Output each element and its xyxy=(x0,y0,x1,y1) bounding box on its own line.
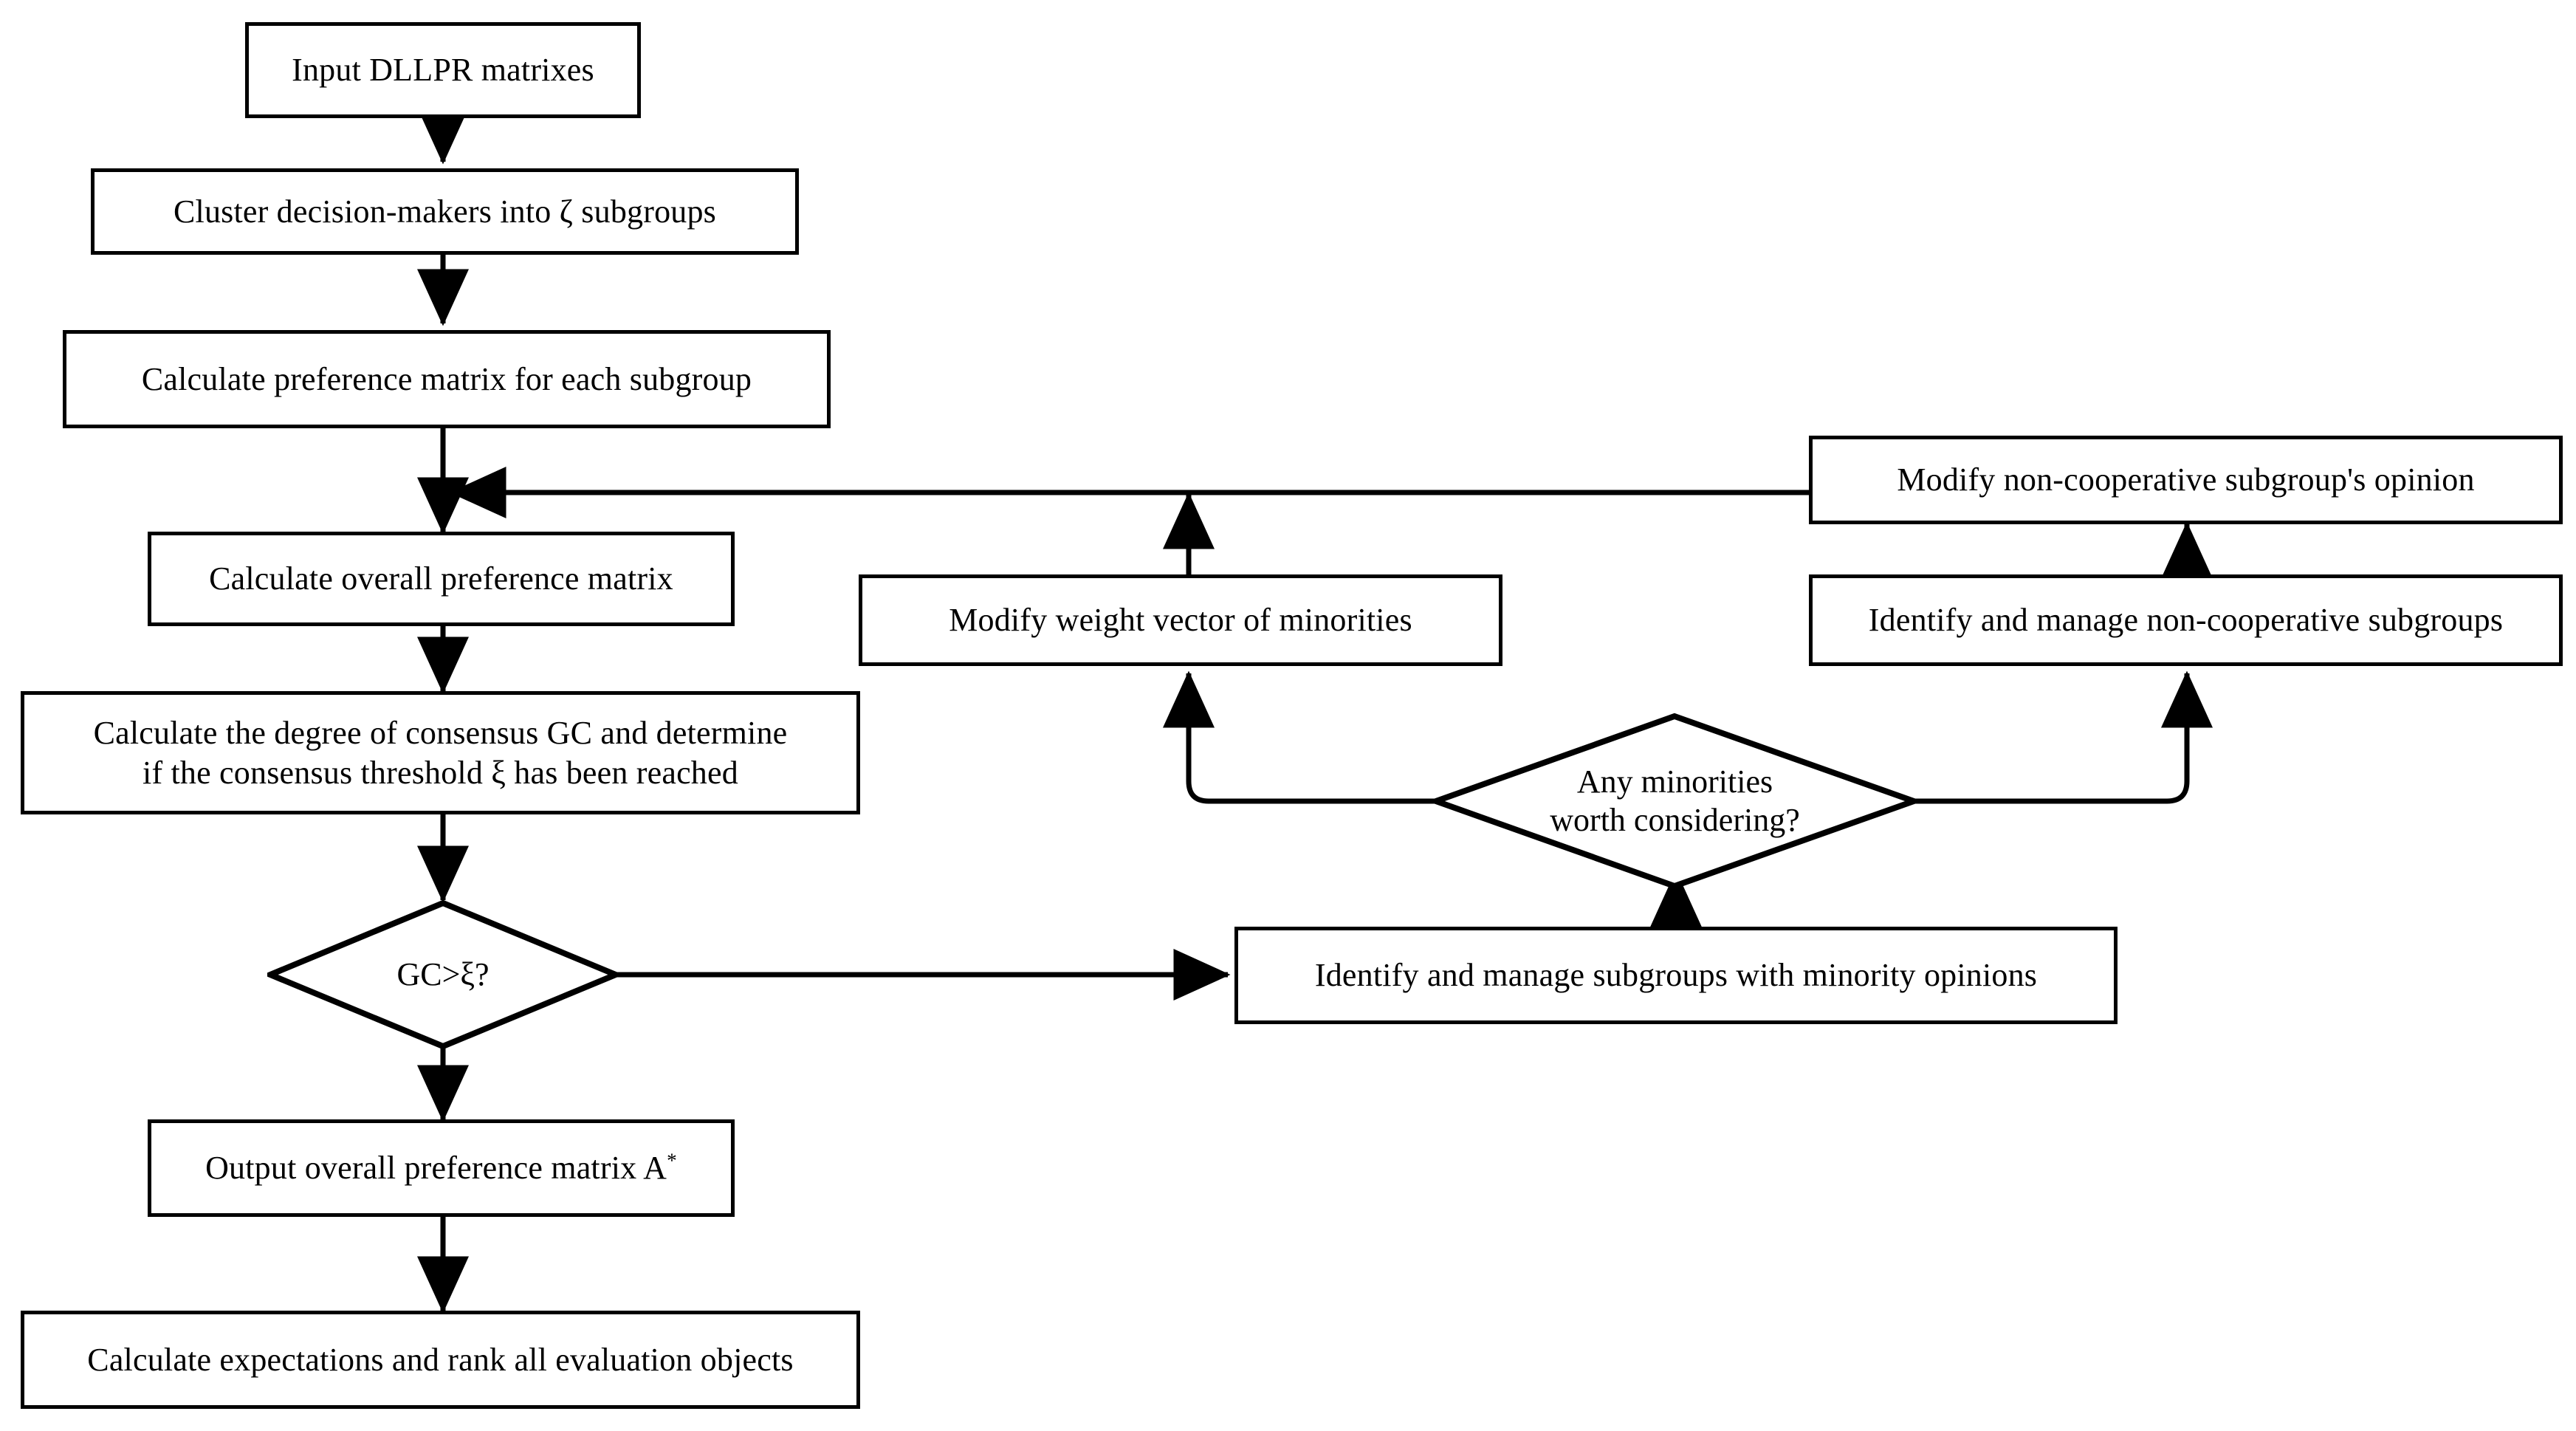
node-calculate-consensus-label: Calculate the degree of consensus GC and… xyxy=(93,714,788,791)
node-cluster-decision-makers-label: Cluster decision-makers into ζ subgroups xyxy=(173,193,716,230)
node-cluster-decision-makers[interactable]: Cluster decision-makers into ζ subgroups xyxy=(91,168,799,255)
node-modify-noncooperative-opinion-label: Modify non-cooperative subgroup's opinio… xyxy=(1897,461,2475,498)
node-rank-evaluation-objects[interactable]: Calculate expectations and rank all eval… xyxy=(21,1311,860,1409)
node-rank-evaluation-objects-label: Calculate expectations and rank all eval… xyxy=(87,1341,794,1378)
node-identify-minority-subgroups[interactable]: Identify and manage subgroups with minor… xyxy=(1234,927,2118,1024)
node-output-overall-matrix[interactable]: Output overall preference matrix A* xyxy=(148,1119,735,1217)
node-input-dllpr[interactable]: Input DLLPR matrixes xyxy=(245,22,641,118)
gc-decision-diamond-shape xyxy=(267,900,619,1049)
node-identify-noncooperative-subgroups[interactable]: Identify and manage non-cooperative subg… xyxy=(1809,574,2563,666)
node-calculate-subgroup-preference[interactable]: Calculate preference matrix for each sub… xyxy=(63,330,831,428)
node-output-overall-matrix-label: Output overall preference matrix A* xyxy=(198,1148,684,1188)
edge-decision-to-modify-weight xyxy=(1163,670,1436,804)
node-gc-threshold-decision[interactable]: GC>ξ? xyxy=(267,900,619,1049)
node-gc-threshold-decision-label: GC>ξ? xyxy=(396,956,490,993)
node-modify-weight-vector-label: Modify weight vector of minorities xyxy=(949,602,1412,639)
node-input-dllpr-label: Input DLLPR matrixes xyxy=(292,52,594,89)
node-any-minorities-decision-label: Any minorities worth considering? xyxy=(1550,763,1800,838)
node-identify-noncooperative-subgroups-label: Identify and manage non-cooperative subg… xyxy=(1868,602,2504,639)
edge-decision-to-identify-noncoop xyxy=(1914,670,2213,804)
node-output-overall-matrix-superscript: * xyxy=(667,1149,677,1172)
node-any-minorities-decision[interactable]: Any minorities worth considering? xyxy=(1432,713,1917,890)
node-output-overall-matrix-text: Output overall preference matrix A xyxy=(205,1150,667,1187)
node-modify-noncooperative-opinion[interactable]: Modify non-cooperative subgroup's opinio… xyxy=(1809,436,2563,524)
node-identify-minority-subgroups-label: Identify and manage subgroups with minor… xyxy=(1314,957,2038,994)
node-calculate-overall-preference[interactable]: Calculate overall preference matrix xyxy=(148,532,735,626)
node-calculate-consensus[interactable]: Calculate the degree of consensus GC and… xyxy=(21,691,860,814)
node-calculate-overall-preference-label: Calculate overall preference matrix xyxy=(209,560,673,597)
node-calculate-subgroup-preference-label: Calculate preference matrix for each sub… xyxy=(141,360,752,397)
node-modify-weight-vector[interactable]: Modify weight vector of minorities xyxy=(859,574,1502,666)
